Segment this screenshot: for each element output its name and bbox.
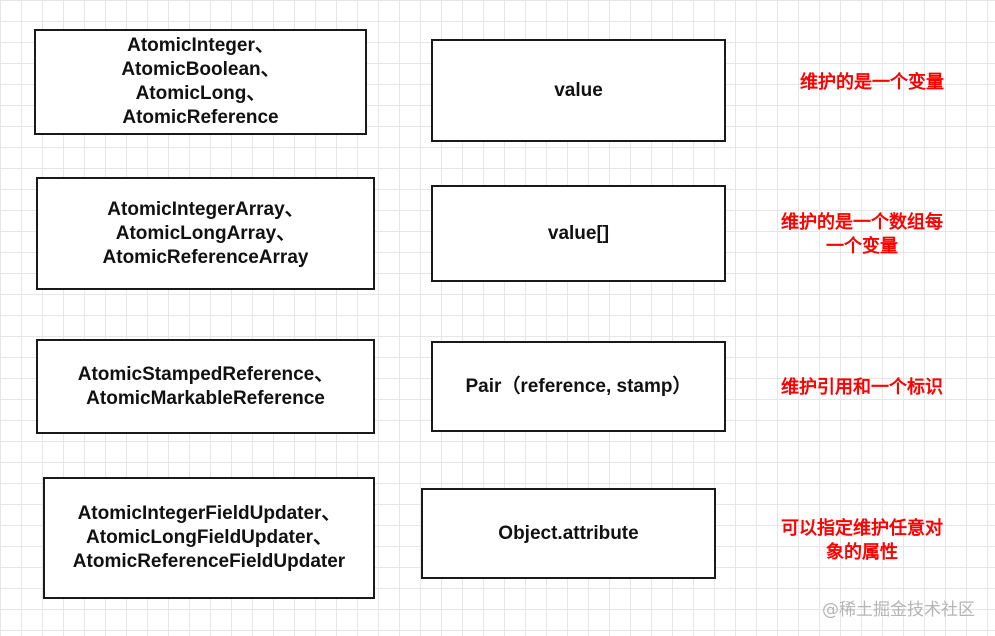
class-box-atomic-reference-pair: AtomicStampedReference、 AtomicMarkableRe… <box>36 339 375 434</box>
class-box-atomic-basic: AtomicInteger、 AtomicBoolean、 AtomicLong… <box>34 29 367 135</box>
class-name: AtomicIntegerFieldUpdater、 <box>77 503 341 524</box>
target-label: Object.attribute <box>498 522 639 544</box>
class-name: AtomicReferenceFieldUpdater <box>72 551 346 572</box>
class-box-atomic-field-updater: AtomicIntegerFieldUpdater、 AtomicLongFie… <box>43 477 375 599</box>
target-box-value: value <box>431 39 726 142</box>
class-box-atomic-array: AtomicIntegerArray、 AtomicLongArray、 Ato… <box>36 177 375 290</box>
class-name: AtomicInteger、 <box>127 35 274 56</box>
class-name: AtomicMarkableReference <box>86 387 325 409</box>
class-name: AtomicReference <box>122 107 279 128</box>
note-array: 维护的是一个数组每 一个变量 <box>781 212 943 257</box>
class-name: AtomicBoolean、 <box>121 59 280 80</box>
target-box-object-attribute: Object.attribute <box>421 488 716 579</box>
class-name: AtomicLongArray、 <box>115 222 296 244</box>
class-name: AtomicLong、 <box>135 83 266 104</box>
class-name: AtomicStampedReference、 <box>77 363 334 385</box>
target-box-value-array: value[] <box>431 185 726 282</box>
note-variable: 维护的是一个变量 <box>800 72 944 93</box>
target-box-pair: Pair（reference, stamp） <box>431 341 726 432</box>
class-name: AtomicIntegerArray、 <box>107 198 304 220</box>
class-name: AtomicReferenceArray <box>102 246 309 268</box>
target-label: value[] <box>547 222 610 244</box>
note-object-attribute: 可以指定维护任意对 象的属性 <box>781 518 943 563</box>
note-reference-stamp: 维护引用和一个标识 <box>781 377 943 398</box>
watermark: @稀土掘金技术社区 <box>822 600 975 620</box>
target-label: value <box>554 79 603 101</box>
class-name: AtomicLongFieldUpdater、 <box>86 527 332 548</box>
target-label: Pair（reference, stamp） <box>465 375 692 397</box>
